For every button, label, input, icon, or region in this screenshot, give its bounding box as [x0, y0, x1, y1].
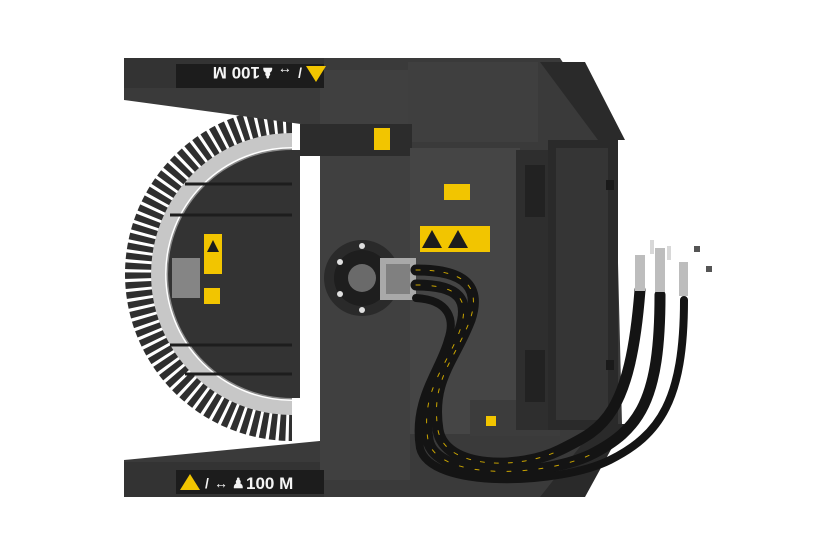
- warning-label-arc-2: [204, 288, 220, 304]
- hose-fittings: [635, 240, 712, 296]
- warning-triangle-icon: [207, 240, 219, 252]
- hydraulic-hoses: [410, 264, 688, 484]
- double-arrow-icon: ↔: [278, 65, 292, 81]
- thrown-object-icon: /: [205, 475, 209, 491]
- warning-triangle-icon: [306, 66, 326, 82]
- warning-label-arc: [204, 234, 222, 274]
- thrown-object-icon: /: [298, 65, 302, 81]
- double-arrow-icon: ↔: [214, 475, 228, 491]
- blade-guard-arc: [125, 107, 300, 441]
- person-icon: ♟: [261, 65, 274, 81]
- mounting-plate: [516, 140, 618, 430]
- distance-text-top: 100 M: [213, 63, 260, 82]
- distance-decal-bottom: / ↔ ♟ 100 M: [176, 470, 324, 494]
- distance-decal-top: / ↔ ♟ 100 M: [176, 63, 326, 88]
- distance-text-bottom: 100 M: [246, 474, 293, 493]
- warning-labels: [204, 128, 496, 426]
- warning-label-top: [374, 128, 390, 150]
- warning-triangle-icon: [180, 474, 200, 490]
- hydraulic-motor: [324, 240, 416, 316]
- warning-label-lower: [486, 416, 496, 426]
- person-icon: ♟: [232, 475, 245, 491]
- warning-label-deck: [444, 184, 470, 200]
